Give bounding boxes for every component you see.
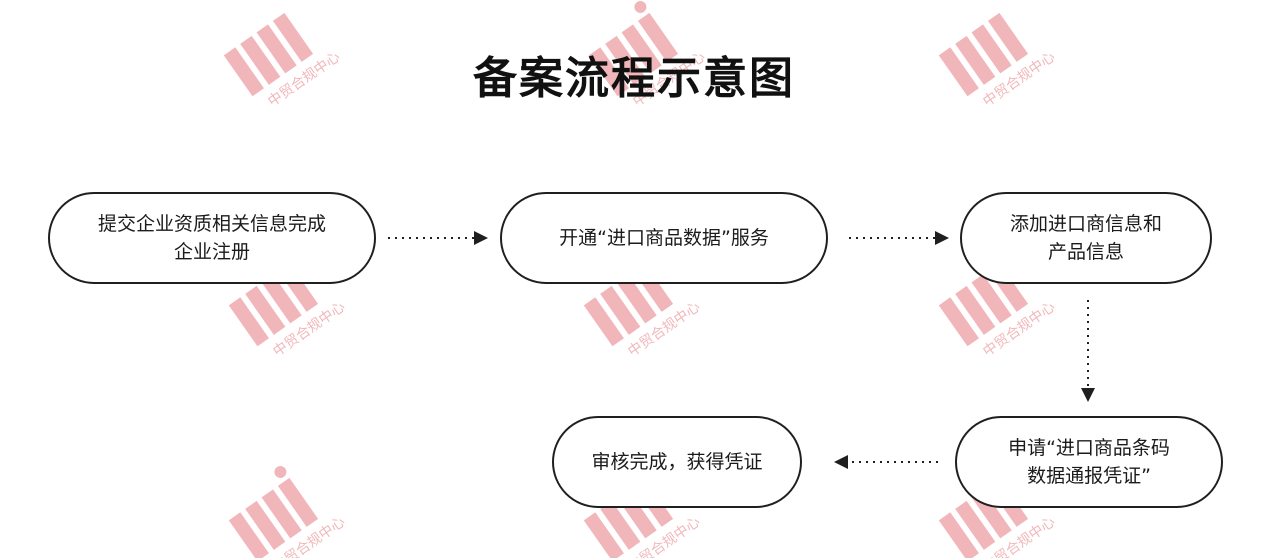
flow-step-label: 审核完成，获得凭证 — [591, 451, 763, 473]
watermark-logo: 中贸合规中心 — [200, 0, 350, 110]
flow-step-label: 申请“进口商品条码 数据通报凭证” — [1008, 437, 1170, 487]
flow-step-apply-certificate: 申请“进口商品条码 数据通报凭证” — [955, 416, 1223, 508]
flow-step-add-importer: 添加进口商信息和 产品信息 — [960, 192, 1212, 284]
watermark-logo: 中贸合规中心 — [205, 455, 355, 558]
flow-step-label: 开通“进口商品数据”服务 — [559, 227, 769, 249]
flow-step-register: 提交企业资质相关信息完成 企业注册 — [48, 192, 376, 284]
watermark-logo: 中贸合规中心 — [915, 0, 1065, 110]
flow-step-label: 提交企业资质相关信息完成 企业注册 — [97, 213, 326, 263]
arrowhead-right — [474, 231, 488, 245]
arrowhead-right — [935, 231, 949, 245]
arrowhead-left — [834, 455, 848, 469]
flow-step-activate-service: 开通“进口商品数据”服务 — [500, 192, 828, 284]
watermark-logo: 中贸合规中心 — [560, 240, 710, 360]
flow-step-label: 添加进口商信息和 产品信息 — [1009, 213, 1162, 263]
watermark-logo: 中贸合规中心 — [915, 240, 1065, 360]
page-title: 备案流程示意图 — [473, 53, 795, 104]
arrowhead-down — [1081, 388, 1095, 402]
watermark-logo: 中贸合规中心 — [565, 0, 715, 110]
flow-step-review-complete: 审核完成，获得凭证 — [552, 416, 802, 508]
